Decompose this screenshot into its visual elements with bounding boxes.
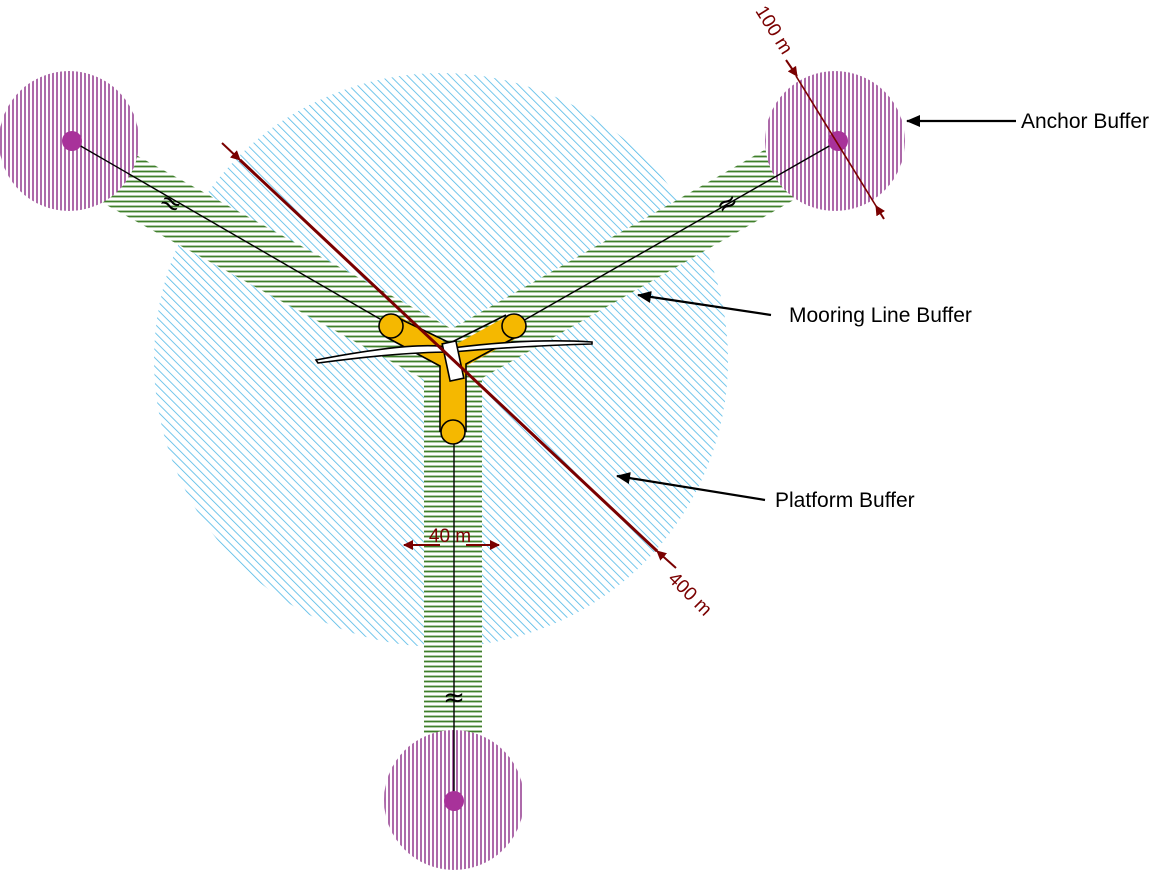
mooring-width-dimension: 40 m xyxy=(403,526,500,550)
anchor-diameter-line xyxy=(795,75,877,207)
break-symbol-bottom: ≈ xyxy=(443,683,465,713)
anchor-diameter-label: 100 m xyxy=(751,2,797,58)
platform-column-left xyxy=(378,313,404,339)
mooring-line-right xyxy=(513,140,839,327)
anchor-point-bottom xyxy=(444,791,464,811)
turbine-blades xyxy=(314,340,593,364)
mooring-line-buffer-label: Mooring Line Buffer xyxy=(789,304,972,327)
platform-column-bottom xyxy=(440,419,466,445)
platform-diameter-arrow-top xyxy=(221,142,241,161)
platform-diameter-line xyxy=(238,158,659,553)
platform-buffer-callout-arrow xyxy=(616,472,766,502)
callouts: Anchor Buffer Mooring Line Buffer Platfo… xyxy=(616,110,1149,512)
anchor-buffer-label: Anchor Buffer xyxy=(1021,110,1149,133)
mooring-line-buffer-callout-arrow xyxy=(637,290,772,317)
mooring-line-left xyxy=(71,140,393,327)
floating-platform xyxy=(314,313,593,445)
mooring-width-label: 40 m xyxy=(429,526,471,547)
platform-column-right xyxy=(501,313,527,339)
platform-buffer-label: Platform Buffer xyxy=(775,489,915,512)
anchor-diameter-arrow-top xyxy=(785,59,798,77)
mooring-lines xyxy=(71,140,839,800)
anchor-diameter-arrow-bottom xyxy=(875,205,885,220)
platform-diameter-arrow-bottom xyxy=(656,550,677,569)
anchor-point-left xyxy=(62,131,82,151)
platform-diameter-label: 400 m xyxy=(664,568,716,620)
